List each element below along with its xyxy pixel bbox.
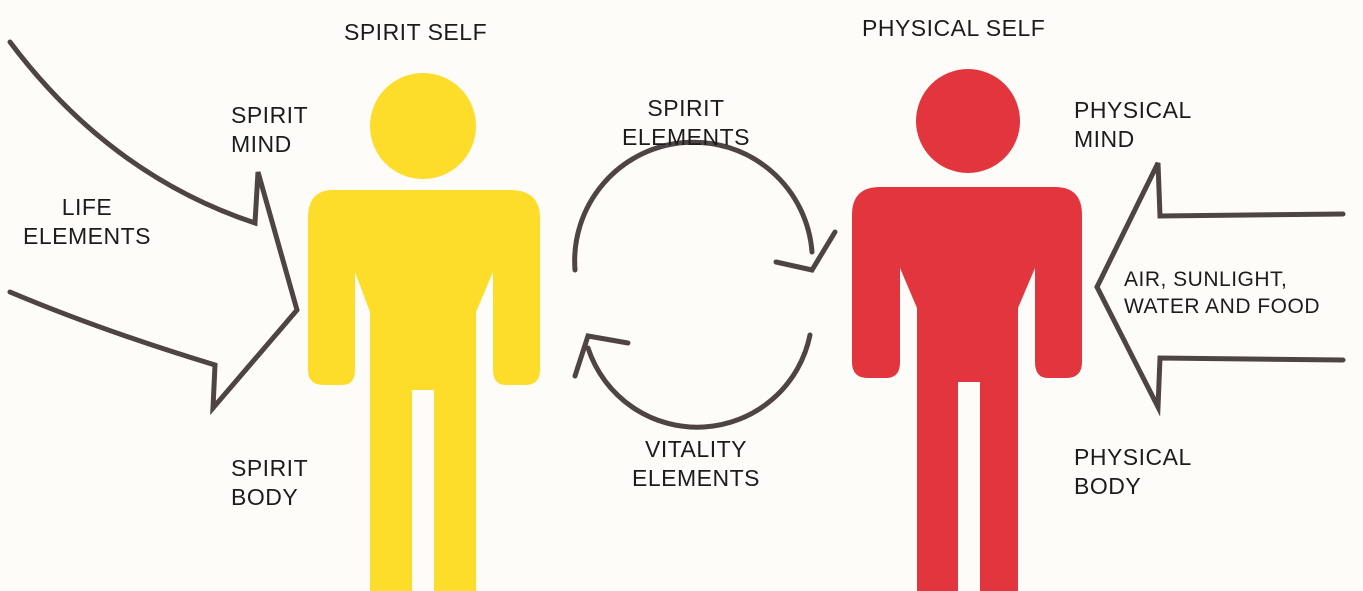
spirit-elements-line2: ELEMENTS xyxy=(622,124,750,150)
physical-body-line1: PHYSICAL xyxy=(1074,444,1192,470)
vitality-elements-line1: VITALITY xyxy=(644,436,747,462)
physical-inputs-label: AIR, SUNLIGHT, WATER AND FOOD xyxy=(1124,266,1320,320)
spirit-elements-arrowhead-icon xyxy=(773,229,838,273)
spirit-elements-label: SPIRIT ELEMENTS xyxy=(622,94,750,152)
physical-body-shape xyxy=(852,187,1082,591)
physical-mind-line1: PHYSICAL xyxy=(1074,97,1192,123)
spirit-elements-line1: SPIRIT xyxy=(647,95,725,121)
physical-inputs-line1: AIR, SUNLIGHT, xyxy=(1124,268,1288,291)
spirit-mind-label: SPIRIT MIND xyxy=(231,101,308,159)
spirit-self-title: SPIRIT SELF xyxy=(344,19,488,45)
life-elements-arrow-icon xyxy=(7,39,300,416)
physical-inputs-line2: WATER AND FOOD xyxy=(1124,295,1320,318)
vitality-elements-arrowhead-icon xyxy=(572,333,631,379)
life-elements-label: LIFE ELEMENTS xyxy=(23,193,151,251)
spirit-mind-line1: SPIRIT xyxy=(231,102,309,128)
spirit-elements-cycle-arrow-icon xyxy=(572,139,815,273)
vitality-elements-label: VITALITY ELEMENTS xyxy=(632,435,760,493)
spirit-body-line2: BODY xyxy=(231,484,299,510)
physical-head xyxy=(916,69,1020,173)
spirit-mind-line2: MIND xyxy=(231,131,292,157)
vitality-elements-line2: ELEMENTS xyxy=(632,465,760,491)
spirit-body-line1: SPIRIT xyxy=(231,455,309,481)
physical-self-title: PHYSICAL SELF xyxy=(862,15,1046,41)
life-elements-line2: ELEMENTS xyxy=(23,223,151,249)
vitality-elements-cycle-arrow-icon xyxy=(585,332,813,430)
spirit-figure xyxy=(308,73,540,591)
physical-mind-label: PHYSICAL MIND xyxy=(1074,96,1192,154)
spirit-body-label: SPIRIT BODY xyxy=(231,454,308,512)
physical-figure xyxy=(852,69,1082,591)
spirit-head xyxy=(370,73,476,179)
life-elements-line1: LIFE xyxy=(61,194,113,220)
physical-mind-line2: MIND xyxy=(1074,126,1135,152)
physical-inputs-arrow-icon xyxy=(1094,161,1346,417)
physical-body-line2: BODY xyxy=(1074,473,1142,499)
physical-body-label: PHYSICAL BODY xyxy=(1074,443,1192,501)
spirit-body-shape xyxy=(308,190,540,591)
